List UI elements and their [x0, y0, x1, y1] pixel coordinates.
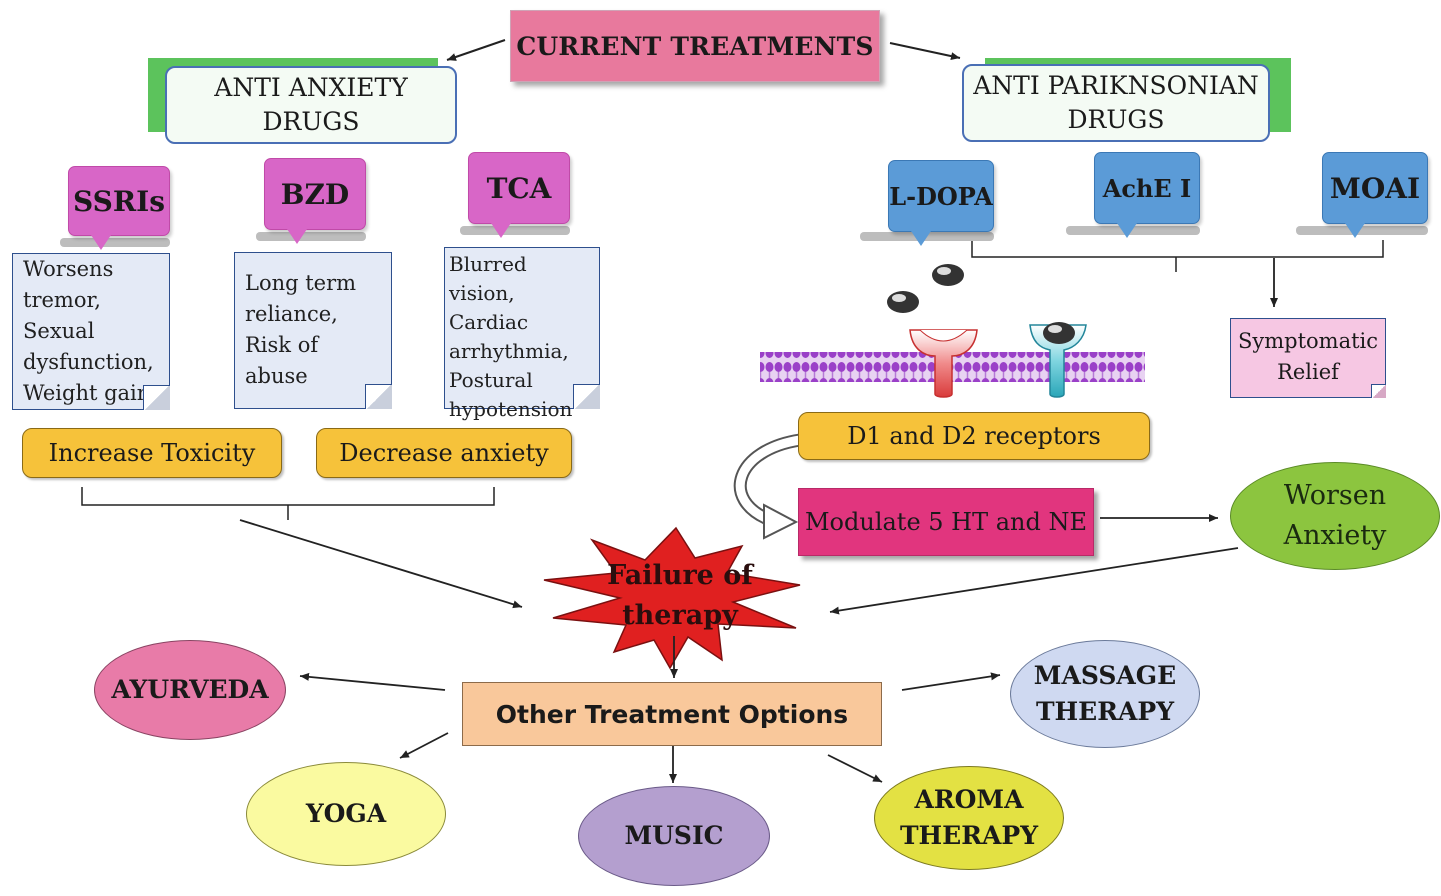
anti-anxiety-line2: DRUGS [262, 107, 360, 136]
note-line: Weight gain [23, 381, 151, 405]
ssris-label: SSRIs [73, 184, 165, 218]
aroma-therapy-ellipse: AROMA THERAPY [874, 766, 1064, 870]
failure-of-therapy-label: Failure of therapy [590, 556, 770, 636]
music-ellipse: MUSIC [578, 786, 770, 886]
note-line: hypotension [449, 397, 573, 421]
arrow-brace-to-failure [239, 519, 523, 609]
increase-toxicity-box: Increase Toxicity [22, 428, 282, 478]
massage-therapy-ellipse: MASSAGE THERAPY [1010, 640, 1200, 748]
massage-line2: THERAPY [1035, 697, 1175, 726]
symptomatic-relief-note: Symptomatic Relief [1230, 318, 1386, 398]
anti-parkinsonian-line1: ANTI PARIKNSONIAN [973, 71, 1259, 100]
worsen-line2: Anxiety [1283, 520, 1387, 551]
arrow-to-aroma [827, 754, 883, 783]
page-fold [1371, 384, 1386, 398]
failure-line1: Failure of [607, 560, 753, 591]
right-brace [971, 240, 1384, 272]
failure-starburst [543, 526, 801, 670]
note-line: Long term [245, 271, 357, 295]
anti-anxiety-line1: ANTI ANXIETY [214, 73, 408, 102]
tca-tag: TCA [468, 152, 570, 238]
note-line: arrhythmia, [449, 339, 569, 363]
arrow-title-to-right [889, 42, 961, 61]
relief-line: Symptomatic [1237, 329, 1379, 353]
ache-label: AchE I [1102, 173, 1192, 203]
anti-parkinsonian-drugs-box: ANTI PARIKNSONIAN DRUGS [962, 64, 1270, 142]
teal-receptor [1029, 324, 1087, 398]
current-treatments-title: CURRENT TREATMENTS [510, 10, 880, 82]
ssris-tag: SSRIs [68, 166, 170, 250]
aroma-line2: THERAPY [899, 821, 1039, 850]
worsen-line1: Worsen [1283, 480, 1387, 511]
page-fold [143, 385, 170, 410]
note-line: dysfunction, [23, 350, 154, 374]
ssris-side-effects-note: Worsens tremor, Sexual dysfunction, Weig… [12, 253, 170, 410]
page-fold [573, 384, 600, 409]
note-line: Sexual [23, 319, 95, 343]
modulate-5ht-ne-box: Modulate 5 HT and NE [798, 488, 1094, 556]
failure-line2: therapy [622, 600, 738, 631]
molecules [887, 264, 1075, 344]
aroma-line1: AROMA [914, 785, 1024, 814]
anti-anxiety-drugs-box: ANTI ANXIETY DRUGS [165, 66, 457, 144]
moai-label: MOAI [1329, 171, 1421, 205]
bzd-tag: BZD [264, 158, 366, 244]
note-line: Cardiac [449, 310, 529, 334]
yoga-ellipse: YOGA [246, 762, 446, 866]
massage-line1: MASSAGE [1033, 661, 1177, 690]
red-receptor [909, 329, 978, 398]
note-line: Worsens [23, 257, 114, 281]
note-line: reliance, [245, 302, 338, 326]
tca-tag-shadow [460, 226, 570, 235]
bzd-label: BZD [280, 177, 350, 211]
anti-parkinsonian-line2: DRUGS [1067, 105, 1165, 134]
relief-line: Relief [1277, 360, 1339, 384]
moai-tag: MOAI [1322, 152, 1428, 238]
ayurveda-ellipse: AYURVEDA [94, 640, 286, 740]
arrow-title-to-left [446, 39, 506, 61]
tca-side-effects-note: Blurred vision, Cardiac arrhythmia, Post… [444, 247, 600, 421]
ldopa-tag: L-DOPA [888, 160, 994, 246]
page-fold [365, 384, 392, 409]
bzd-side-effects-note: Long term reliance, Risk of abuse [234, 252, 392, 409]
arrow-worsen-to-failure [829, 547, 1239, 615]
tca-label: TCA [486, 171, 552, 205]
ssris-tag-shadow [60, 238, 170, 247]
arrow-to-massage [901, 672, 1001, 691]
d1-d2-receptors-box: D1 and D2 receptors [798, 412, 1150, 460]
ache-i-tag: AchE I [1094, 152, 1200, 238]
note-line: Risk of abuse [245, 333, 319, 388]
decrease-anxiety-box: Decrease anxiety [316, 428, 572, 478]
left-brace [81, 487, 495, 520]
note-line: tremor, [23, 288, 101, 312]
other-treatment-options-box: Other Treatment Options [462, 682, 882, 746]
ldopa-label: L-DOPA [889, 181, 993, 211]
bzd-tag-shadow [256, 232, 366, 241]
note-line: Blurred vision, [449, 252, 527, 305]
arrow-to-ayurveda [299, 672, 446, 691]
note-line: Postural [449, 368, 533, 392]
arrow-to-yoga [399, 732, 449, 759]
